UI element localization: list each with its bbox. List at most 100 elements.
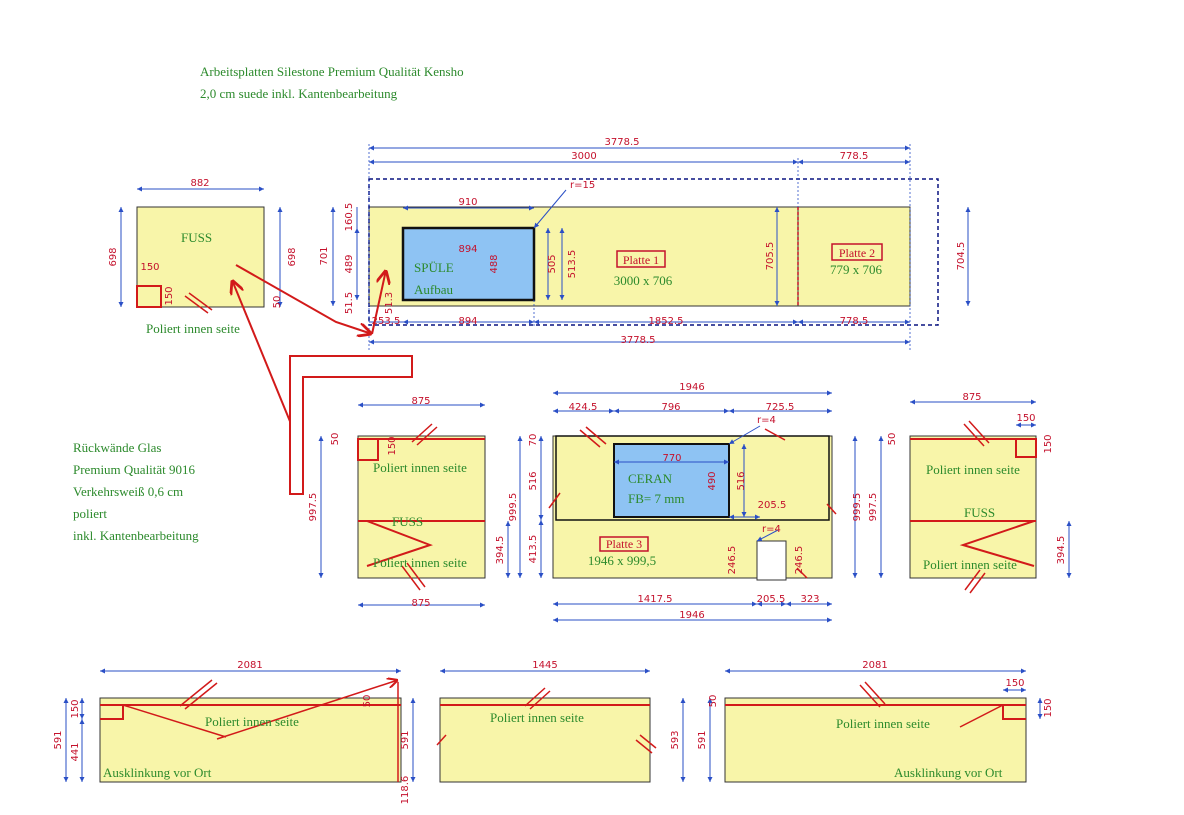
dim-bl-441: 441 xyxy=(70,742,81,761)
dim-sink-894: 894 xyxy=(458,244,477,255)
fuss-panel xyxy=(136,206,265,308)
platte-3-size: 1946 x 999,5 xyxy=(588,553,656,568)
bottom-middle-poliert: Poliert innen seite xyxy=(490,710,584,725)
dim-fuss-882: 882 xyxy=(190,178,209,189)
dim-51-5: 51.5 xyxy=(344,292,355,314)
dim-160: 160.5 xyxy=(344,203,355,232)
glass-left-poliert-top: Poliert innen seite xyxy=(373,460,467,475)
platte-3-label: Platte 3 xyxy=(606,537,642,551)
dim-p3-999-right: 999.5 xyxy=(852,493,863,522)
dim-1852: 1852.5 xyxy=(649,316,684,327)
dim-p3-246-left: 246.5 xyxy=(727,546,738,575)
dim-p3-725: 725.5 xyxy=(766,402,795,413)
sink-cutout xyxy=(401,226,536,302)
dim-704: 704.5 xyxy=(956,242,967,271)
dim-p3-516-left: 516 xyxy=(528,471,539,490)
ceran-label: CERAN xyxy=(628,471,673,486)
header-line-1: Arbeitsplatten Silestone Premium Qualitä… xyxy=(200,64,464,79)
bottom-right-poliert: Poliert innen seite xyxy=(836,716,930,731)
dim-glass-left-997: 997.5 xyxy=(308,493,319,522)
dim-sink-910: 910 xyxy=(458,197,477,208)
bottom-left-ausklinkung: Ausklinkung vor Ort xyxy=(103,765,212,780)
dim-p3-205-bottom: 205.5 xyxy=(757,594,786,605)
dim-p3-r4-bottom: r=4 xyxy=(762,524,781,535)
back-panel-bottom-right xyxy=(724,697,1027,783)
dim-705: 705.5 xyxy=(765,242,776,271)
dim-glass-right-997: 997.5 xyxy=(868,493,879,522)
dim-glass-right-875: 875 xyxy=(962,392,981,403)
dim-ceran-770: 770 xyxy=(662,453,681,464)
glass-note-line-1: Rückwände Glas xyxy=(73,440,162,455)
dim-701: 701 xyxy=(319,246,330,265)
dim-bl-2081: 2081 xyxy=(237,660,262,671)
glass-note-line-2: Premium Qualität 9016 xyxy=(73,462,196,477)
spuele-label: SPÜLE xyxy=(414,260,454,275)
dim-glass-left-394: 394.5 xyxy=(495,536,506,565)
dim-bl-150: 150 xyxy=(70,699,81,718)
dim-bl-118: 118.6 xyxy=(400,776,411,805)
ceran-fb-label: FB= 7 mm xyxy=(628,491,684,506)
dim-bl-50: 50 xyxy=(362,695,373,708)
dim-top-778: 778.5 xyxy=(840,151,869,162)
glass-note-line-4: poliert xyxy=(73,506,107,521)
back-panel-bottom-left xyxy=(99,697,402,783)
back-panel-bottom-middle xyxy=(439,697,651,783)
dim-fuss-698-left: 698 xyxy=(108,247,119,266)
dim-fuss-150: 150 xyxy=(140,262,159,273)
dim-fuss-150-v: 150 xyxy=(164,286,175,305)
dim-p3-1417: 1417.5 xyxy=(638,594,673,605)
dim-fuss-50: 50 xyxy=(272,296,283,309)
platte-1-size: 3000 x 706 xyxy=(614,273,673,288)
dim-top-overall: 3778.5 xyxy=(605,137,640,148)
ceran-cutout xyxy=(613,443,730,518)
dim-glass-right-394: 394.5 xyxy=(1056,536,1067,565)
dim-p3-516-right: 516 xyxy=(736,471,747,490)
l-shape-arrow xyxy=(289,355,413,495)
fuss-polish-mark xyxy=(184,295,209,314)
fuss-poliert-label: Poliert innen seite xyxy=(146,321,240,336)
bottom-right-ausklinkung: Ausklinkung vor Ort xyxy=(894,765,1003,780)
fuss-label: FUSS xyxy=(181,230,212,245)
header-note: Arbeitsplatten Silestone Premium Qualitä… xyxy=(200,61,464,105)
glass-note-line-5: inkl. Kantenbearbeitung xyxy=(73,528,199,543)
dim-p3-424: 424.5 xyxy=(569,402,598,413)
dim-489: 489 xyxy=(344,254,355,273)
dim-p3-413: 413.5 xyxy=(528,535,539,564)
aufbau-label: Aufbau xyxy=(414,282,453,297)
arrow-fuss-to-sink xyxy=(235,264,372,334)
platte-2-label: Platte 2 xyxy=(839,246,875,260)
dim-ceran-490: 490 xyxy=(707,471,718,490)
dim-br-591: 591 xyxy=(697,730,708,749)
glass-note-line-3: Verkehrsweiß 0,6 cm xyxy=(73,484,184,499)
dim-253: 253.5 xyxy=(372,316,401,327)
dim-glass-right-50: 50 xyxy=(887,433,898,446)
platte-2-panel xyxy=(797,206,911,307)
dim-51-3: 51.3 xyxy=(384,292,395,314)
dim-505: 505 xyxy=(547,254,558,273)
dim-bottom-778: 778.5 xyxy=(840,316,869,327)
dim-p3-1946-top: 1946 xyxy=(679,382,704,393)
bottom-panels-section: Poliert innen seite Ausklinkung vor Ort … xyxy=(53,660,1054,804)
dim-513: 513.5 xyxy=(567,250,578,279)
platte-1-label: Platte 1 xyxy=(623,253,659,267)
dim-r15: r=15 xyxy=(570,180,595,191)
dim-p3-r4-top: r=4 xyxy=(757,415,776,426)
arrow-glass-to-fuss xyxy=(232,280,297,437)
glass-note: Rückwände Glas Premium Qualität 9016 Ver… xyxy=(73,437,199,547)
dim-glass-left-150: 150 xyxy=(387,436,398,455)
glass-left-poliert-bottom: Poliert innen seite xyxy=(373,555,467,570)
glass-panel-right xyxy=(909,435,1037,579)
dim-glass-left-50: 50 xyxy=(330,433,341,446)
glass-right-poliert-bottom: Poliert innen seite xyxy=(923,557,1017,572)
dim-glass-left-875-bottom: 875 xyxy=(411,598,430,609)
arrow-bottom-left xyxy=(216,680,398,740)
dim-top-3000: 3000 xyxy=(571,151,596,162)
worktop-section: 3778.5 3000 778.5 910 r=15 894 488 505 5… xyxy=(108,137,971,495)
glass-left-fuss: FUSS xyxy=(392,514,423,529)
dim-bottom-894: 894 xyxy=(458,316,477,327)
dim-bm-593: 593 xyxy=(670,730,681,749)
dim-p3-999-left: 999.5 xyxy=(508,493,519,522)
dim-br-150-h: 150 xyxy=(1005,678,1024,689)
glass-panel-left xyxy=(357,435,486,579)
